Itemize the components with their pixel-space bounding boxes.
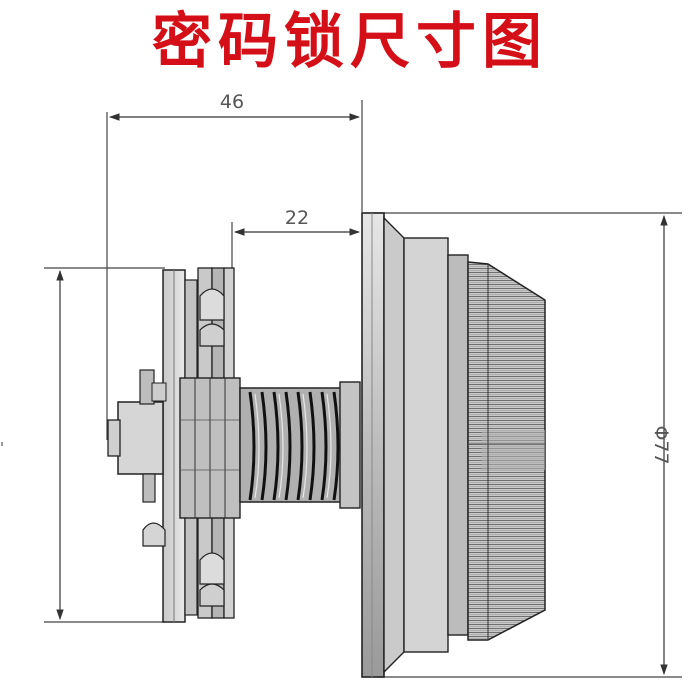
dimension-plate-height xyxy=(44,267,165,623)
threaded-shaft xyxy=(239,381,361,509)
dim-label-diameter: Φ77 xyxy=(650,425,672,464)
dimension-overall-length: 46 xyxy=(106,91,363,440)
dimension-shaft-length: 22 xyxy=(231,207,361,268)
code-wheel-stack xyxy=(142,267,241,619)
front-flange xyxy=(361,212,469,678)
drawing-title: 密码锁尺寸图 xyxy=(152,7,548,77)
dim-label-shaft-length: 22 xyxy=(285,207,309,229)
dim-label-overall-length: 46 xyxy=(220,91,244,113)
latch-bolt xyxy=(107,369,167,503)
knurled-dial xyxy=(467,261,546,641)
dimension-diameter: Φ77 xyxy=(372,212,682,678)
